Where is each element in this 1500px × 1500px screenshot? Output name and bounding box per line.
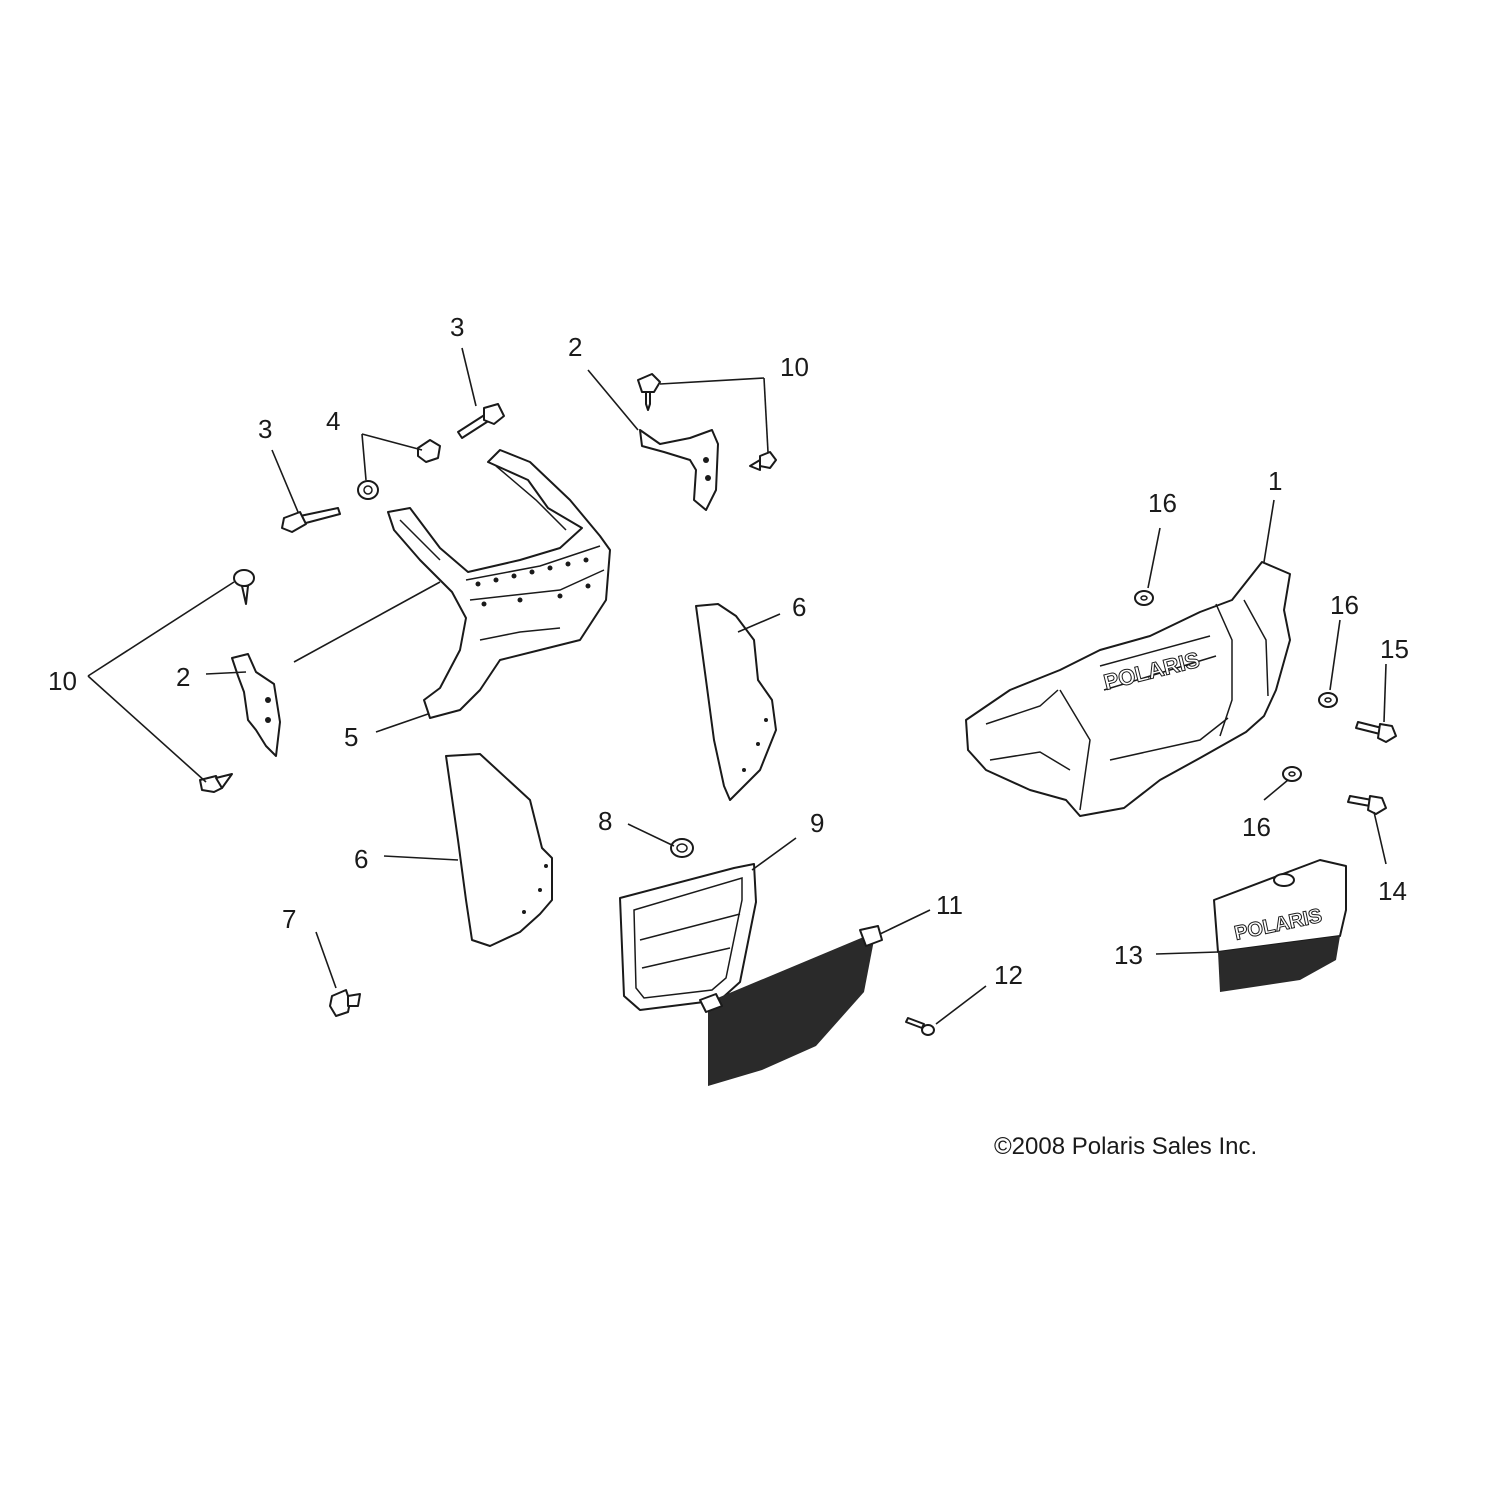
callout-3-top: 3 <box>450 312 464 342</box>
callout-13: 13 <box>1114 940 1143 970</box>
nut-top <box>417 439 441 463</box>
bumper-frame <box>387 449 611 719</box>
callout-16-top: 16 <box>1148 488 1177 518</box>
front-fascia: POLARIS <box>965 561 1291 817</box>
rivet-left-lower <box>199 773 233 793</box>
washer-lower <box>1282 766 1302 782</box>
callout-12: 12 <box>994 960 1023 990</box>
mesh-screen <box>699 925 883 1086</box>
rivet-top-left <box>637 373 661 411</box>
lower-plate: POLARIS <box>1213 859 1347 992</box>
callout-2-top: 2 <box>568 332 582 362</box>
callout-16-mid: 16 <box>1330 590 1359 620</box>
screen-frame <box>619 863 757 1011</box>
leader-lines <box>87 347 1387 1025</box>
bolt-left <box>281 507 341 533</box>
callout-8: 8 <box>598 806 612 836</box>
copyright-text: ©2008 Polaris Sales Inc. <box>994 1133 1257 1160</box>
callout-5: 5 <box>344 722 358 752</box>
callout-7: 7 <box>282 904 296 934</box>
grommet <box>670 838 694 858</box>
clip <box>329 989 361 1017</box>
callouts: 3 3 4 2 10 10 2 5 6 6 7 8 9 11 12 1 16 1… <box>48 312 1409 990</box>
callout-10-top: 10 <box>780 352 809 382</box>
washer-top <box>1134 590 1154 606</box>
callout-16-lower: 16 <box>1242 812 1271 842</box>
bracket-lower <box>231 653 281 757</box>
callout-9: 9 <box>810 808 824 838</box>
callout-14: 14 <box>1378 876 1407 906</box>
side-panel-right <box>695 603 777 801</box>
callout-11: 11 <box>936 890 963 920</box>
callout-6-right: 6 <box>792 592 806 622</box>
rivet-top-right <box>749 451 777 471</box>
callout-3-left: 3 <box>258 414 272 444</box>
callout-6-left: 6 <box>354 844 368 874</box>
bolt-top <box>457 403 505 439</box>
bolt-14 <box>1347 795 1387 815</box>
side-panel-left <box>445 753 553 947</box>
bolt-15 <box>1355 721 1397 743</box>
callout-1: 1 <box>1268 466 1282 496</box>
bracket-upper <box>639 429 719 511</box>
callout-4: 4 <box>326 406 340 436</box>
screw <box>905 1017 935 1036</box>
nut-lower <box>357 480 379 500</box>
callout-2-left: 2 <box>176 662 190 692</box>
callout-15: 15 <box>1380 634 1409 664</box>
rivet-left-upper <box>233 569 255 605</box>
washer-mid <box>1318 692 1338 708</box>
callout-10-left: 10 <box>48 666 77 696</box>
